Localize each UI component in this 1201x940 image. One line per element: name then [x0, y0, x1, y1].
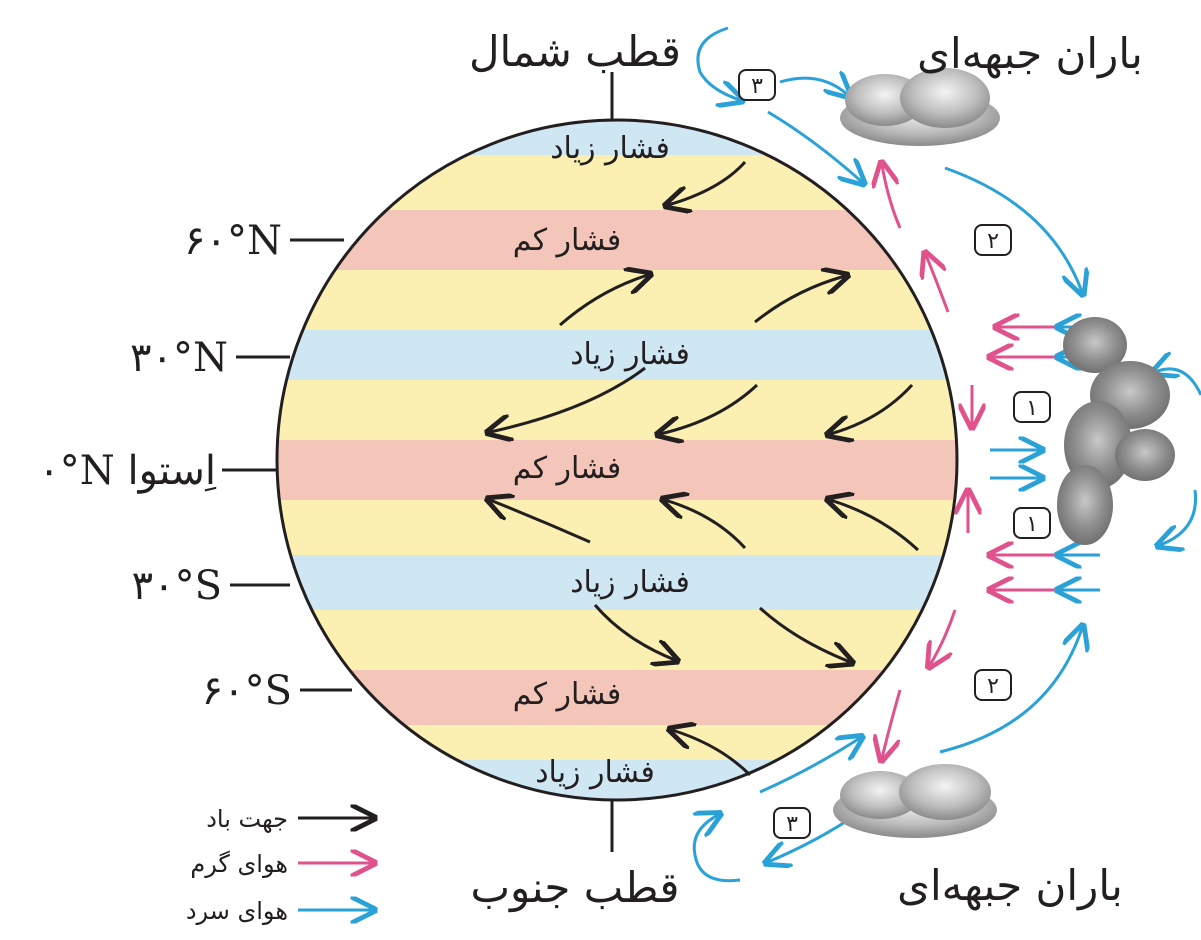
cold-arrow — [944, 166, 1082, 292]
wind-arrow — [660, 383, 759, 434]
cell-number: ۲ — [987, 229, 999, 254]
lat-label-60n: ۶۰°N — [184, 218, 282, 264]
cloud-north — [840, 68, 1000, 146]
band-label-low-60s: فشار کم — [513, 677, 622, 712]
cell-label-3-south: ۳ — [773, 807, 811, 839]
storm-cloud-equator — [1057, 317, 1175, 545]
band-fill — [277, 440, 957, 500]
band-fill — [277, 330, 957, 380]
band-label-low-60n: فشار کم — [513, 223, 622, 258]
band-fill — [277, 380, 957, 440]
wind-arrows — [490, 161, 920, 777]
cloud-south — [833, 764, 997, 838]
lat-label-equator: ۰°N اِستوا — [38, 448, 216, 494]
warm-air-arrows — [882, 165, 1062, 758]
band-label-high-north-polar: فشار زیاد — [550, 131, 670, 166]
frontal-rain-label-north: باران جبهه‌ای — [917, 29, 1143, 79]
cell-number: ۳ — [751, 74, 763, 99]
cold-arrow — [1160, 489, 1198, 545]
band-fill — [277, 500, 957, 555]
cell-number: ۳ — [786, 812, 798, 837]
cell-label-2-south: ۲ — [974, 669, 1012, 701]
cold-arrow — [694, 815, 741, 883]
lat-label-30n: ۳۰°N — [130, 335, 228, 381]
cell-label-1-south: ۱ — [1013, 507, 1051, 539]
lat-label-30s: ۳۰°S — [132, 563, 222, 609]
north-pole-label: قطب شمال — [469, 27, 681, 76]
cell-number: ۲ — [987, 674, 999, 699]
legend-cold-label: هوای سرد — [186, 897, 288, 925]
cold-arrow — [1155, 369, 1201, 396]
cell-number: ۱ — [1026, 396, 1038, 421]
band-label-high-south-polar: فشار زیاد — [535, 755, 655, 790]
wind-arrow — [490, 366, 646, 432]
wind-arrow — [672, 730, 752, 777]
wind-arrow — [668, 161, 747, 205]
warm-arrow — [882, 165, 902, 229]
wind-arrow — [559, 275, 648, 327]
cell-number: ۱ — [1026, 512, 1038, 537]
band-fill — [277, 210, 957, 270]
lat-label-60s: ۶۰°S — [202, 668, 292, 714]
warm-arrow — [926, 255, 950, 313]
cell-label-1-north: ۱ — [1013, 391, 1051, 423]
cold-arrow — [939, 628, 1082, 754]
band-label-high-30s: فشار زیاد — [570, 565, 690, 600]
wind-arrow — [830, 500, 920, 552]
band-label-low-equator: فشار کم — [513, 451, 622, 486]
wind-arrow — [758, 606, 850, 662]
band-fill — [277, 610, 957, 670]
band-fill — [277, 555, 957, 610]
legend-wind-label: جهت باد — [206, 805, 288, 833]
frontal-rain-label-south: باران جبهه‌ای — [897, 861, 1123, 911]
wind-arrow — [665, 500, 747, 550]
cold-arrow — [767, 110, 862, 182]
south-pole-label: قطب جنوب — [471, 863, 680, 912]
cold-arrow — [696, 26, 740, 100]
wind-arrow — [754, 276, 845, 324]
globe-outline — [275, 118, 959, 802]
cold-arrow — [759, 738, 860, 794]
legend-warm-label: هوای گرم — [190, 850, 288, 878]
cell-label-2-north: ۲ — [974, 224, 1012, 256]
legend: جهت باد هوای گرم هوای سرد — [186, 805, 372, 925]
wind-arrow — [593, 604, 675, 660]
wind-arrow — [490, 500, 591, 544]
wind-arrow — [830, 383, 914, 434]
warm-arrow — [930, 609, 957, 665]
band-label-high-30n: فشار زیاد — [570, 337, 690, 372]
warm-arrow — [882, 689, 902, 758]
band-fill — [277, 270, 957, 330]
cell-label-3-north: ۳ — [738, 69, 776, 101]
cold-arrow — [779, 78, 848, 95]
